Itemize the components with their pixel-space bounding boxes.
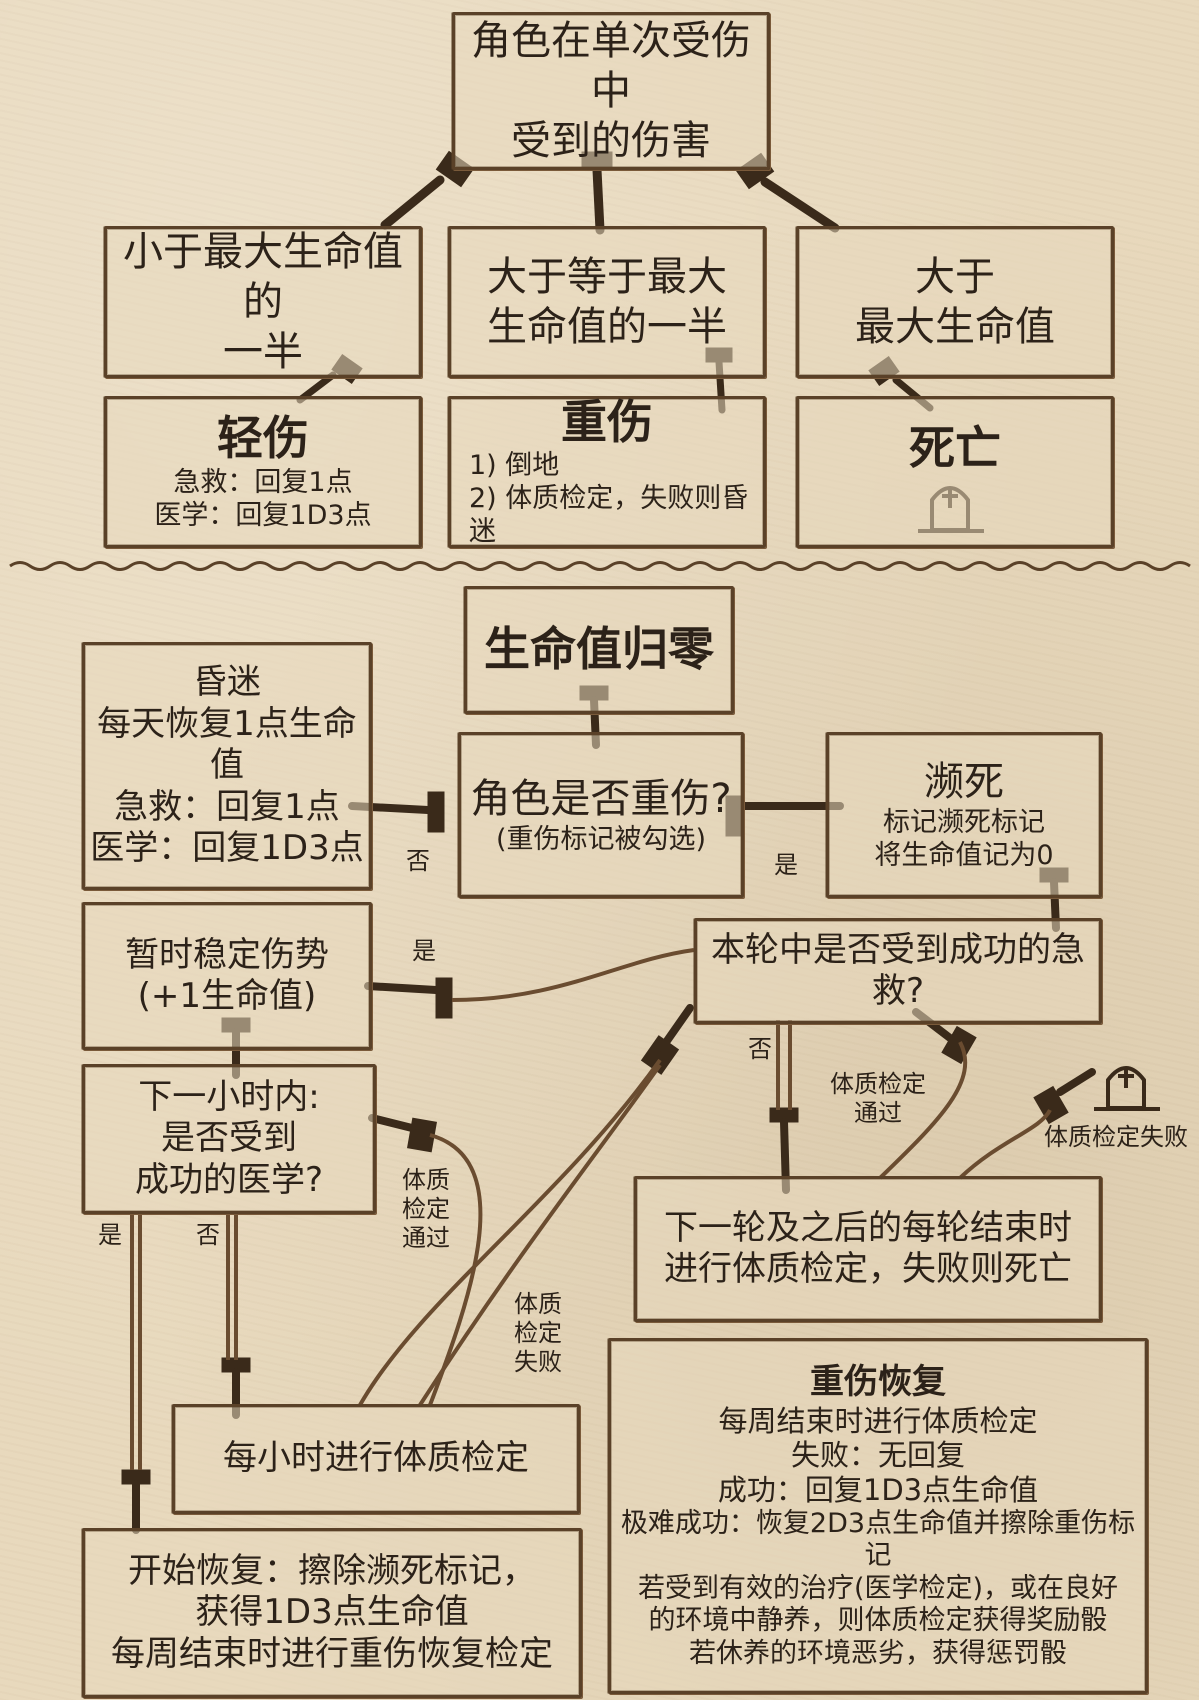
recovery-start-box: 开始恢复：擦除濒死标记， 获得1D3点生命值 每周结束时进行重伤恢复检定 xyxy=(82,1528,582,1698)
cond-death-line-2: 最大生命值 xyxy=(855,304,1055,350)
coma-line-3: 急救：回复1点 xyxy=(114,786,340,827)
stabilize-line-1: 暂时稳定伤势 xyxy=(125,934,329,975)
label-con-pass-1-line-1: 体质检定 xyxy=(830,1070,926,1098)
label-con-fail-2-line-2: 检定 xyxy=(514,1318,562,1347)
recovery-start-line-1: 开始恢复：擦除濒死标记， xyxy=(128,1550,536,1591)
major-recovery-line-4: 极难成功：恢复2D3点生命值并擦除重伤标记 xyxy=(620,1507,1136,1572)
death-box: 死亡 xyxy=(796,396,1114,548)
label-con-pass-2-line-3: 通过 xyxy=(402,1223,450,1252)
cond-minor-box: 小于最大生命值的 一半 xyxy=(104,226,422,378)
cond-major-line-1: 大于等于最大 xyxy=(487,254,727,300)
cond-major-line-2: 生命值的一半 xyxy=(487,304,727,350)
label-con-fail-1: 体质检定失败 xyxy=(1044,1123,1188,1151)
is-major-question-box: 角色是否重伤? (重伤标记被勾选) xyxy=(458,732,744,898)
coma-line-4: 医学：回复1D3点 xyxy=(90,828,364,869)
coma-line-1: 昏迷 xyxy=(193,662,261,703)
hp-zero-title: 生命值归零 xyxy=(484,622,714,677)
medicine-question-line-1: 下一小时内: xyxy=(138,1076,320,1117)
label-con-pass-1-line-2: 通过 xyxy=(854,1098,902,1127)
label-con-fail-2-line-1: 体质 xyxy=(514,1290,562,1318)
major-recovery-box: 重伤恢复 每周结束时进行体质检定 失败：无回复 成功：回复1D3点生命值 极难成… xyxy=(608,1338,1148,1694)
recovery-start-line-3: 每周结束时进行重伤恢复检定 xyxy=(111,1633,553,1674)
cond-minor-line-2: 一半 xyxy=(223,329,303,375)
hourly-check-text: 每小时进行体质检定 xyxy=(223,1438,529,1479)
coma-box: 昏迷 每天恢复1点生命值 急救：回复1点 医学：回复1D3点 xyxy=(82,642,372,890)
medicine-question-line-3: 成功的医学? xyxy=(134,1159,324,1200)
is-major-question-line-2: (重伤标记被勾选) xyxy=(495,823,707,855)
pointing-hand-icon xyxy=(368,1114,438,1153)
label-no-first-aid: 否 xyxy=(748,1035,772,1063)
minor-injury-box: 轻伤 急救：回复1点 医学：回复1D3点 xyxy=(104,396,422,548)
cond-death-box: 大于 最大生命值 xyxy=(796,226,1114,378)
dying-box: 濒死 标记濒死标记 将生命值记为0 xyxy=(826,732,1102,898)
root-line-2: 受到的伤害 xyxy=(511,118,711,164)
medicine-question-box: 下一小时内: 是否受到 成功的医学? xyxy=(82,1064,376,1214)
label-yes-stabilize: 是 xyxy=(412,937,436,965)
label-no-coma: 否 xyxy=(406,847,430,875)
major-injury-box: 重伤 1) 倒地 2) 体质检定，失败则昏迷 xyxy=(448,395,766,548)
major-recovery-line-2: 失败：无回复 xyxy=(790,1438,965,1473)
coma-line-2: 每天恢复1点生命值 xyxy=(97,703,357,786)
label-yes-dying: 是 xyxy=(774,851,798,879)
wavy-divider xyxy=(9,561,1191,571)
hourly-check-box: 每小时进行体质检定 xyxy=(172,1404,580,1514)
label-no-medicine: 否 xyxy=(196,1221,220,1249)
pointing-hand-icon xyxy=(1033,1068,1096,1125)
cond-major-box: 大于等于最大 生命值的一半 xyxy=(448,226,766,378)
major-recovery-title: 重伤恢复 xyxy=(810,1362,946,1403)
label-con-pass-2-line-1: 体质 xyxy=(402,1166,450,1194)
label-con-pass-2-line-2: 检定 xyxy=(402,1194,450,1223)
round-check-line-2: 进行体质检定，失败则死亡 xyxy=(664,1249,1072,1289)
major-injury-title: 重伤 xyxy=(561,395,653,449)
death-title: 死亡 xyxy=(909,421,1001,475)
first-aid-question-text: 本轮中是否受到成功的急救? xyxy=(711,929,1085,1011)
label-con-fail-2: 体质 检定 失败 xyxy=(514,1290,562,1376)
stabilize-box: 暂时稳定伤势 (+1生命值) xyxy=(82,902,372,1050)
pointing-hand-icon xyxy=(121,1469,151,1534)
cond-minor-line-1: 小于最大生命值的 xyxy=(123,229,403,325)
dying-line-1: 标记濒死标记 xyxy=(883,807,1045,839)
minor-injury-title: 轻伤 xyxy=(217,411,309,466)
hp-zero-box: 生命值归零 xyxy=(464,586,734,714)
cond-death-line-1: 大于 xyxy=(915,254,995,300)
round-check-line-1: 下一轮及之后的每轮结束时 xyxy=(664,1207,1072,1248)
minor-injury-line-1: 急救：回复1点 xyxy=(173,466,353,498)
first-aid-question-box: 本轮中是否受到成功的急救? xyxy=(694,918,1102,1024)
round-check-box: 下一轮及之后的每轮结束时 进行体质检定，失败则死亡 xyxy=(634,1176,1102,1322)
medicine-question-line-2: 是否受到 xyxy=(161,1118,297,1159)
root-line-1: 角色在单次受伤中 xyxy=(471,18,751,114)
stabilize-line-2: (+1生命值) xyxy=(137,976,317,1016)
dying-title: 濒死 xyxy=(924,759,1004,806)
recovery-start-line-2: 获得1D3点生命值 xyxy=(195,1592,469,1633)
major-recovery-line-5: 若受到有效的治疗(医学检定)，或在良好 xyxy=(637,1572,1119,1604)
major-injury-line-1: 1) 倒地 xyxy=(469,450,560,482)
label-con-fail-2-line-3: 失败 xyxy=(514,1347,562,1376)
major-injury-line-2: 2) 体质检定，失败则昏迷 xyxy=(469,483,749,548)
major-recovery-line-6: 的环境中静养，则体质检定获得奖励骰 xyxy=(648,1605,1108,1637)
root-box: 角色在单次受伤中 受到的伤害 xyxy=(452,12,770,170)
minor-injury-line-2: 医学：回复1D3点 xyxy=(154,499,372,531)
pointing-hand-icon xyxy=(640,1004,694,1075)
pointing-hand-icon xyxy=(364,977,453,1019)
major-recovery-line-7: 若休养的环境恶劣，获得惩罚骰 xyxy=(689,1637,1067,1669)
dying-line-2: 将生命值记为0 xyxy=(874,840,1054,871)
label-yes-medicine: 是 xyxy=(98,1221,122,1249)
label-con-pass-2: 体质 检定 通过 xyxy=(402,1166,450,1252)
is-major-question-line-1: 角色是否重伤? xyxy=(470,775,732,822)
major-recovery-line-3: 成功：回复1D3点生命值 xyxy=(717,1473,1039,1508)
major-recovery-line-1: 每周结束时进行体质检定 xyxy=(718,1403,1038,1438)
label-con-pass-1: 体质检定 通过 xyxy=(830,1070,926,1128)
tombstone-icon xyxy=(1094,1066,1160,1111)
